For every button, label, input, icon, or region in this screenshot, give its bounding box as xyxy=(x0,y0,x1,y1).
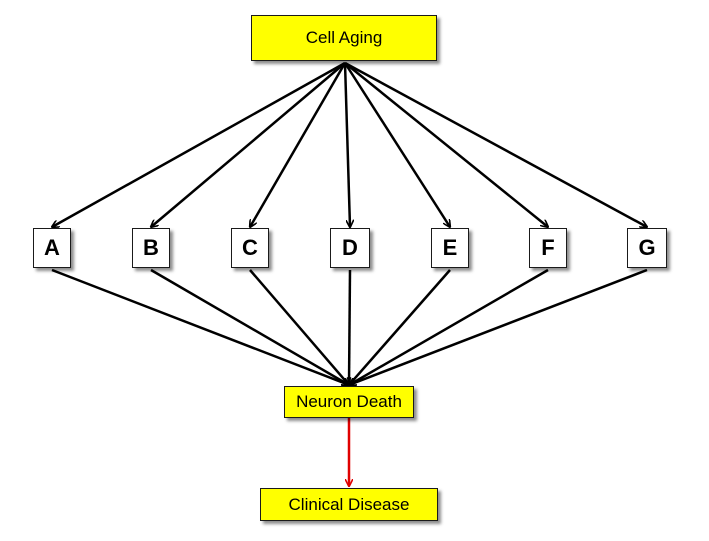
arrow-c-to-neuron-death xyxy=(249,269,349,385)
node-g-label: G xyxy=(638,235,656,260)
arrow-g-to-neuron-death xyxy=(349,268,648,385)
arrow-cell-aging-to-a xyxy=(52,61,346,227)
node-b: B xyxy=(132,228,170,268)
neuron-death-arrows xyxy=(51,268,648,385)
node-d: D xyxy=(330,228,370,268)
neuron-death-label: Neuron Death xyxy=(296,392,402,411)
node-c: C xyxy=(231,228,269,268)
node-a-label: A xyxy=(44,235,60,260)
arrow-f-to-neuron-death xyxy=(349,268,549,385)
clinical-disease-label: Clinical Disease xyxy=(288,494,410,514)
arrow-cell-aging-to-b xyxy=(151,62,346,227)
node-f: F xyxy=(529,228,567,268)
node-d-label: D xyxy=(342,235,358,260)
node-f-label: F xyxy=(541,235,555,260)
neuron-death-box: Neuron Death xyxy=(284,386,414,418)
node-a: A xyxy=(33,228,71,268)
cell-aging-box: Cell Aging xyxy=(251,15,437,61)
node-g: G xyxy=(627,228,667,268)
arrow-cell-aging-to-g xyxy=(344,61,647,227)
cell-aging-arrows xyxy=(52,61,647,227)
node-e: E xyxy=(431,228,469,268)
cell-aging-label: Cell Aging xyxy=(305,28,383,47)
node-e-label: E xyxy=(442,235,458,260)
arrow-cell-aging-to-d xyxy=(343,62,350,227)
arrow-cell-aging-to-e xyxy=(343,62,450,227)
clinical-disease-box: Clinical Disease xyxy=(260,488,438,521)
arrow-b-to-neuron-death xyxy=(150,268,349,385)
arrow-a-to-neuron-death xyxy=(51,268,349,385)
arrow-d-to-neuron-death xyxy=(349,269,350,385)
node-b-label: B xyxy=(143,235,159,260)
arrow-cell-aging-to-c xyxy=(250,62,347,227)
arrow-cell-aging-to-f xyxy=(344,62,548,227)
node-c-label: C xyxy=(242,235,258,260)
arrow-e-to-neuron-death xyxy=(349,269,451,385)
